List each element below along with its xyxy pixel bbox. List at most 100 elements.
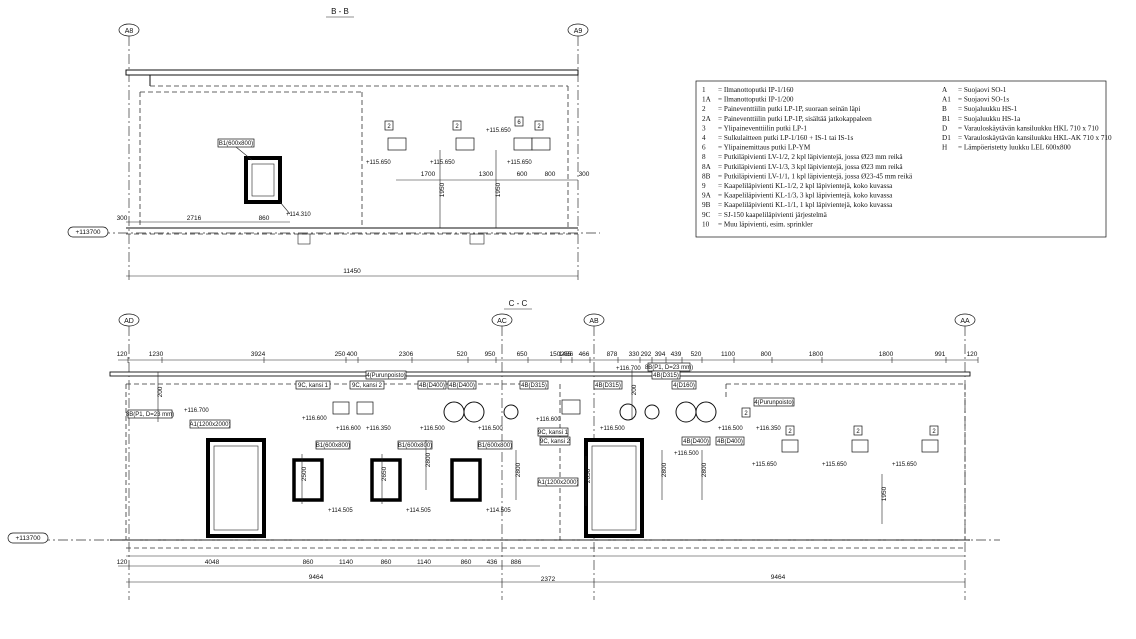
bb-elev-4: +115.650 — [507, 160, 532, 166]
legend-code: 9C — [702, 211, 711, 219]
bb-b1-label: B1(600x800) — [219, 141, 253, 147]
cc-d400-a: 4B(D400) — [419, 383, 445, 389]
cc-elev-1: +116.700 — [184, 408, 209, 414]
legend-text: = Kaapeliläpivienti KL-1/3, 3 kpl läpivi… — [718, 192, 893, 200]
legend-code: 4 — [702, 134, 706, 142]
cc-height-label: 200 — [157, 386, 164, 397]
cc-height-label: 2800 — [425, 452, 432, 467]
legend-code: 6 — [702, 144, 706, 152]
legend-text: = Ilmanottoputki IP-1/160 — [718, 86, 794, 94]
cc-top-dim: 650 — [517, 351, 528, 358]
legend-code: 2 — [702, 105, 706, 113]
cc-p4-b: 4(Purunpoisto) — [754, 400, 793, 406]
cc-d160: 4(D160) — [673, 383, 695, 389]
axis-ab: AB — [589, 318, 599, 325]
legend-text: = Sulkulaitteen putki LP-1/160 + IS-1 ta… — [718, 134, 853, 142]
cc-9c-1: 9C, kansi 1 — [298, 383, 329, 389]
legend-code: 10 — [702, 220, 710, 228]
cc-top-dim: 991 — [935, 351, 946, 358]
bb-dim-3: 860 — [259, 215, 270, 222]
cc-a1-right: A1(1200x2000) — [537, 480, 578, 486]
cc-height-label: 2650 — [381, 466, 388, 481]
legend-text: = Putkiläpivienti LV-1/2, 2 kpl läpivien… — [718, 153, 903, 161]
cc-top-dim: 255 — [561, 351, 572, 358]
cc-height-label: 200 — [631, 384, 638, 395]
cc-tag-2: 2 — [856, 429, 860, 435]
legend-code: 8A — [702, 163, 712, 171]
cc-d315-a: 4B(D315) — [521, 383, 547, 389]
legend-code: 1A — [702, 96, 712, 104]
cc-elev-5: +116.500 — [420, 426, 445, 432]
cc-total-1: 9464 — [309, 574, 324, 581]
legend-text: = Kaapeliläpivienti KL-1/1, 1 kpl läpivi… — [718, 201, 893, 209]
bb-elev-1: +115.650 — [366, 160, 391, 166]
cc-top-dim: 800 — [761, 351, 772, 358]
cc-p8b-right: 8B(P1, D=23 mm) — [645, 365, 693, 371]
cc-sub-dim: 1486 — [559, 351, 574, 358]
cc-a1-left: A1(1200x2000) — [189, 422, 230, 428]
cc-b1-b: B1(600x800) — [398, 443, 432, 449]
legend-code: 9B — [702, 201, 711, 209]
axis-ac: AC — [497, 318, 507, 325]
cc-top-dim: 330 — [629, 351, 640, 358]
cc-elev-6: +116.500 — [478, 426, 503, 432]
legend-code: D — [942, 124, 947, 132]
bb-dim-2: 2716 — [187, 215, 202, 222]
legend-text: = Suojaovi SO-1 — [958, 86, 1007, 94]
cc-d315-b: 4B(D315) — [595, 383, 621, 389]
legend-code: A1 — [942, 96, 951, 104]
legend-text: = Suojaovi SO-1s — [958, 96, 1009, 104]
cc-elev-2: +116.600 — [302, 416, 327, 422]
cc-top-dim: 950 — [485, 351, 496, 358]
cc-top-dim: 400 — [347, 351, 358, 358]
bb-elev-2: +115.650 — [430, 160, 455, 166]
cc-elev-15: +116.350 — [756, 426, 781, 432]
axis-aa: AA — [960, 318, 970, 325]
legend-text: = Varauloskäytävän kansiluukku HKL-AK 71… — [958, 134, 1112, 142]
bb-top-dim-3: 600 — [517, 171, 528, 178]
bb-tag-4: 2 — [537, 124, 541, 130]
cc-bottom-dim: 1140 — [339, 559, 353, 566]
legend-text: = SJ-150 kaapeliläpivienti järjestelmä — [718, 211, 828, 219]
cc-b1-a: B1(600x800) — [316, 443, 350, 449]
cc-top-dim: 878 — [607, 351, 618, 358]
legend-text: = Kaapeliläpivienti KL-1/2, 2 kpl läpivi… — [718, 182, 893, 190]
cc-height-label: 2500 — [301, 466, 308, 481]
bb-elev-3: +115.650 — [486, 128, 511, 134]
cc-elev-11: +116.700 — [616, 366, 641, 372]
cc-top-dim: 250 — [335, 351, 346, 358]
cc-top-dim: 1100 — [721, 351, 735, 358]
legend-text: = Paineventtiilin putki LP-1P, sisältää … — [718, 115, 872, 123]
axis-ad: AD — [124, 318, 134, 325]
legend-text: = Lämpöeristetty luukku LEL 600x800 — [958, 144, 1071, 152]
cc-elev-9: +114.505 — [406, 508, 431, 514]
legend-text: = Ylipainemittaus putki LP-YM — [718, 144, 811, 152]
legend-code: 1 — [702, 86, 706, 94]
legend-code: 8 — [702, 153, 706, 161]
legend-code: 9 — [702, 182, 706, 190]
legend-code: H — [942, 144, 947, 152]
legend-text: = Ylipaineventtiilin putki LP-1 — [718, 124, 807, 132]
legend-code: 3 — [702, 124, 706, 132]
cc-elev-3: +116.600 — [336, 426, 361, 432]
cc-bottom-dim: 4048 — [205, 559, 220, 566]
cc-d315-c: 4B(D315) — [653, 373, 679, 379]
cc-top-dim: 1800 — [879, 351, 894, 358]
bb-height-2: 1950 — [495, 182, 502, 197]
cc-elev-16: +115.650 — [752, 462, 777, 468]
cc-p4-a: 4(Purunpoisto) — [366, 373, 405, 379]
section-bb: B - B A8 A9 +113700 B1(600x800) — [67, 7, 600, 280]
cc-top-dim: 2306 — [399, 351, 414, 358]
bb-total: 11450 — [343, 268, 361, 275]
cc-top-dim: 466 — [579, 351, 590, 358]
legend-code: A — [942, 86, 948, 94]
cc-bottom-dim: 860 — [461, 559, 472, 566]
cc-elev-17: +115.650 — [822, 462, 847, 468]
legend-text: = Suojaluukku HS-1a — [958, 115, 1021, 123]
cc-tag-1: 2 — [788, 429, 792, 435]
